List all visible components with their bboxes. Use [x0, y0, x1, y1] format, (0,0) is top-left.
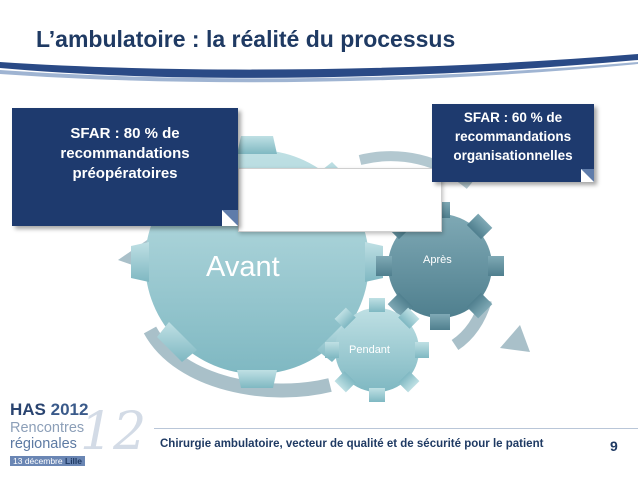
- footer-divider: [154, 428, 638, 429]
- logo-org: HAS: [10, 400, 46, 419]
- logo-big-digits: 12: [80, 402, 147, 462]
- callout-left-line-1: SFAR : 80 % de: [70, 125, 180, 142]
- callout-right-line-2: recommandations: [454, 129, 572, 144]
- has-rencontres-logo: 12 HAS 2012 Rencontres régionales 13 déc…: [10, 400, 146, 472]
- page-fold-icon: [222, 210, 238, 226]
- slide-title: L’ambulatoire : la réalité du processus: [36, 26, 456, 52]
- logo-org-year: HAS 2012: [10, 400, 88, 420]
- logo-date-city: 13 décembre Lille: [10, 456, 86, 466]
- logo-year: 2012: [50, 400, 89, 419]
- page-number: 9: [610, 438, 618, 454]
- callout-right-line-1: SFAR : 60 % de: [463, 110, 563, 125]
- callout-left-line-3: préopératoires: [72, 165, 178, 182]
- logo-city: Lille: [65, 456, 83, 466]
- callout-left-line-2: recommandations: [60, 145, 190, 162]
- callout-right-line-3: organisationnelles: [453, 148, 573, 163]
- gear-pendant: [325, 298, 429, 402]
- cycle-arrow-left: [143, 326, 332, 398]
- cycle-arrow-right-head: [500, 325, 530, 352]
- logo-regionales: régionales: [10, 436, 77, 452]
- callout-preoperative: SFAR : 80 % de recommandations préopérat…: [12, 108, 238, 226]
- logo-rencontres: Rencontres: [10, 420, 85, 436]
- logo-date: 13 décembre: [13, 456, 63, 466]
- gear-label-apres: Après: [423, 254, 452, 266]
- page-fold-icon: [581, 169, 594, 182]
- gear-label-pendant: Pendant: [349, 344, 390, 356]
- gear-label-avant: Avant: [206, 251, 280, 283]
- blank-text-box: [238, 168, 442, 232]
- header-swoosh: [0, 54, 638, 83]
- callout-organisational: SFAR : 60 % de recommandations organisat…: [432, 104, 594, 182]
- footer-text: Chirurgie ambulatoire, vecteur de qualit…: [160, 438, 544, 450]
